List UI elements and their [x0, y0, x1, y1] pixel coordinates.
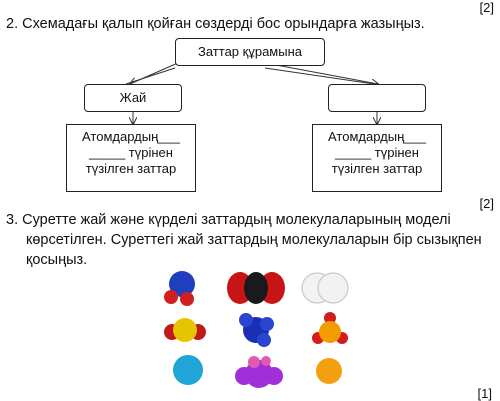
blue-red-molecule[interactable]	[160, 268, 200, 308]
scheme-top-box: Заттар құрамына	[175, 38, 325, 66]
left-desc-line-1: Атомдардың___	[82, 129, 180, 144]
arrow-top-cross-right	[264, 67, 375, 85]
q2-points: [2]	[479, 0, 494, 15]
orange-sphere-molecule[interactable]	[312, 354, 346, 388]
right-desc-line-2: _____ түрінен	[335, 145, 419, 160]
scheme-blank-box[interactable]	[328, 84, 426, 112]
q3-bottom-points: [1]	[477, 386, 492, 401]
q3-line-2: көрсетілген. Суреттегі жай заттардың мол…	[26, 232, 482, 248]
q3-line-3: қосыңыз.	[26, 252, 88, 268]
red-black-red-molecule[interactable]	[226, 268, 286, 308]
scheme-simple-box: Жай	[84, 84, 182, 112]
left-desc-line-2: _____ түрінен	[89, 145, 173, 160]
q3-points: [2]	[479, 196, 494, 211]
cyan-sphere-molecule[interactable]	[170, 352, 206, 388]
scheme-left-description: Атомдардың___ _____ түрінен түзілген зат…	[66, 124, 196, 192]
left-desc-line-3: түзілген заттар	[85, 161, 177, 176]
right-desc-line-3: түзілген заттар	[331, 161, 423, 176]
scheme-right-description: Атомдардың___ _____ түрінен түзілген зат…	[312, 124, 442, 192]
q3-line-1: 3. Суретте жай және күрделі заттардың мо…	[6, 212, 451, 228]
white-pair-molecule[interactable]	[300, 268, 350, 308]
orange-red-molecule[interactable]	[308, 310, 352, 350]
arrow-top-cross-left	[125, 67, 176, 85]
blue-cluster-molecule[interactable]	[236, 310, 280, 350]
q2-instruction: 2. Схемадағы қалып қойған сөздерді бос о…	[6, 16, 425, 32]
purple-molecule[interactable]	[232, 352, 286, 392]
yellow-red-molecule[interactable]	[163, 312, 207, 348]
right-desc-line-1: Атомдардың___	[328, 129, 426, 144]
